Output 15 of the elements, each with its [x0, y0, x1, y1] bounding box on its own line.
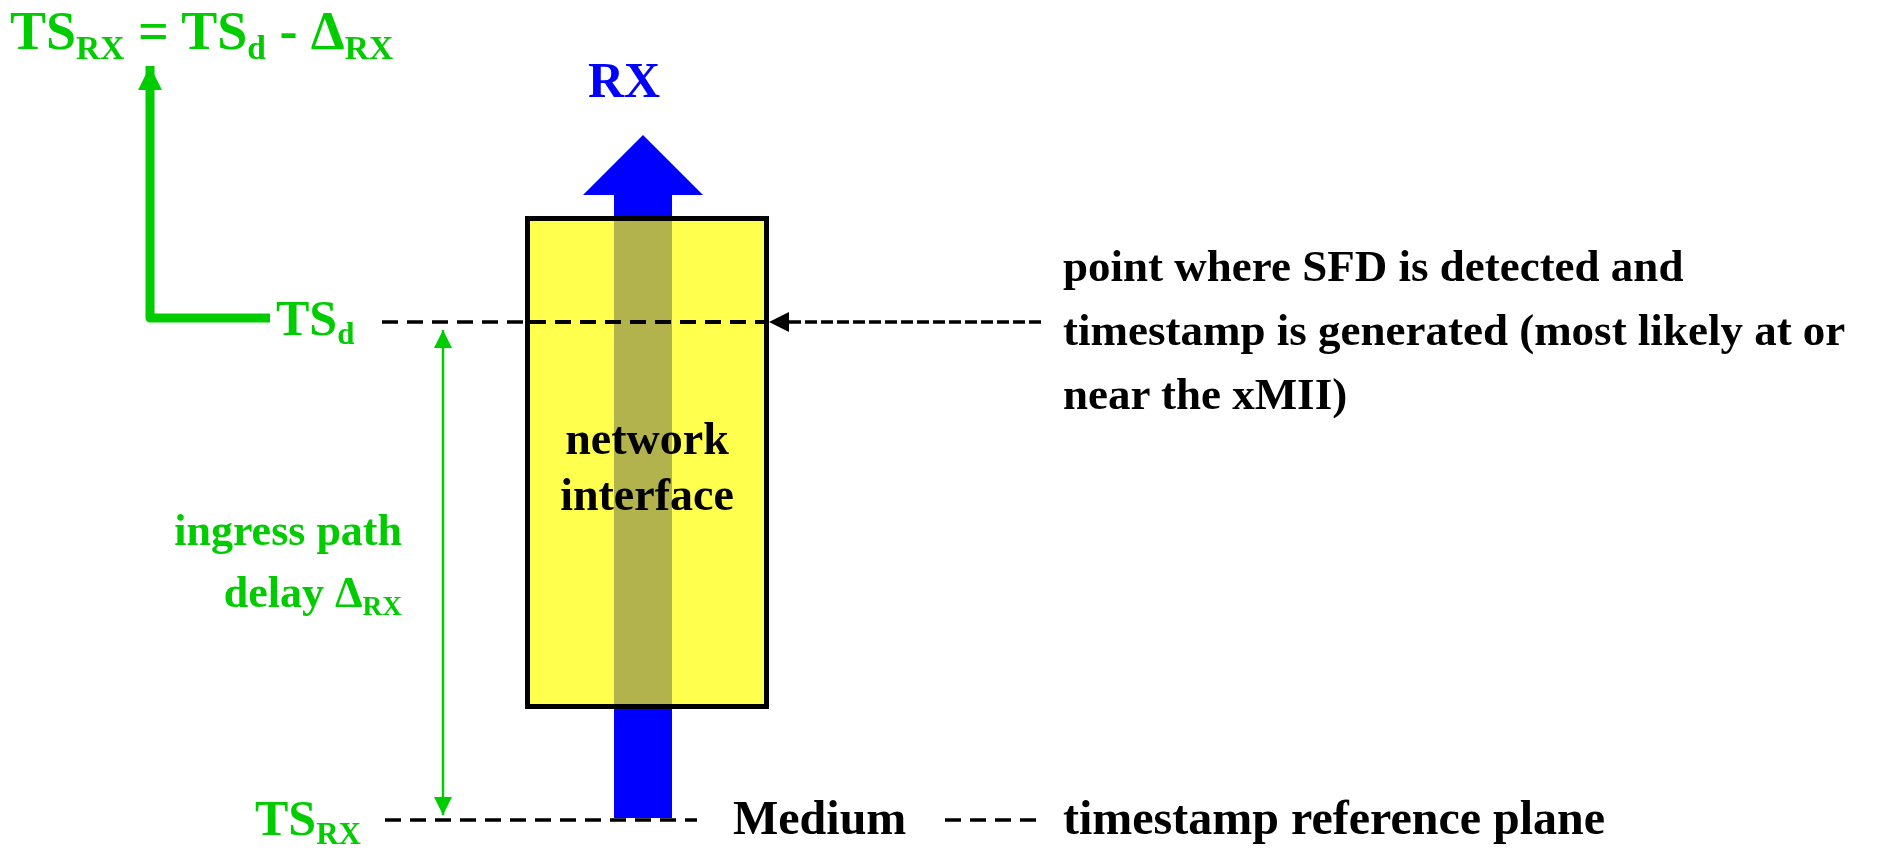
medium-label: Medium	[733, 790, 908, 846]
connector	[382, 320, 525, 324]
plane-label: timestamp reference plane	[1063, 790, 1607, 846]
interface-box	[525, 216, 769, 709]
box-label: network interface	[559, 412, 735, 522]
connector	[945, 818, 1039, 822]
formula-text: TS$_{RX}$ = TS$_{d}$ - Δ$_{RX}$	[10, 0, 395, 63]
dimension-label: ingress path delay Δ$_{RX}$	[173, 505, 402, 624]
direction-label: RX	[588, 52, 662, 110]
connector	[769, 312, 1041, 332]
timestamp-label: TS$_{d}$	[276, 290, 356, 348]
timestamp-label: TS$_{RX}$	[255, 790, 362, 848]
connector	[138, 66, 270, 323]
annotation-text: point where SFD is detected and timestamp is generated (most likely at or near the xMII)	[1063, 240, 1846, 421]
connector	[385, 818, 697, 822]
